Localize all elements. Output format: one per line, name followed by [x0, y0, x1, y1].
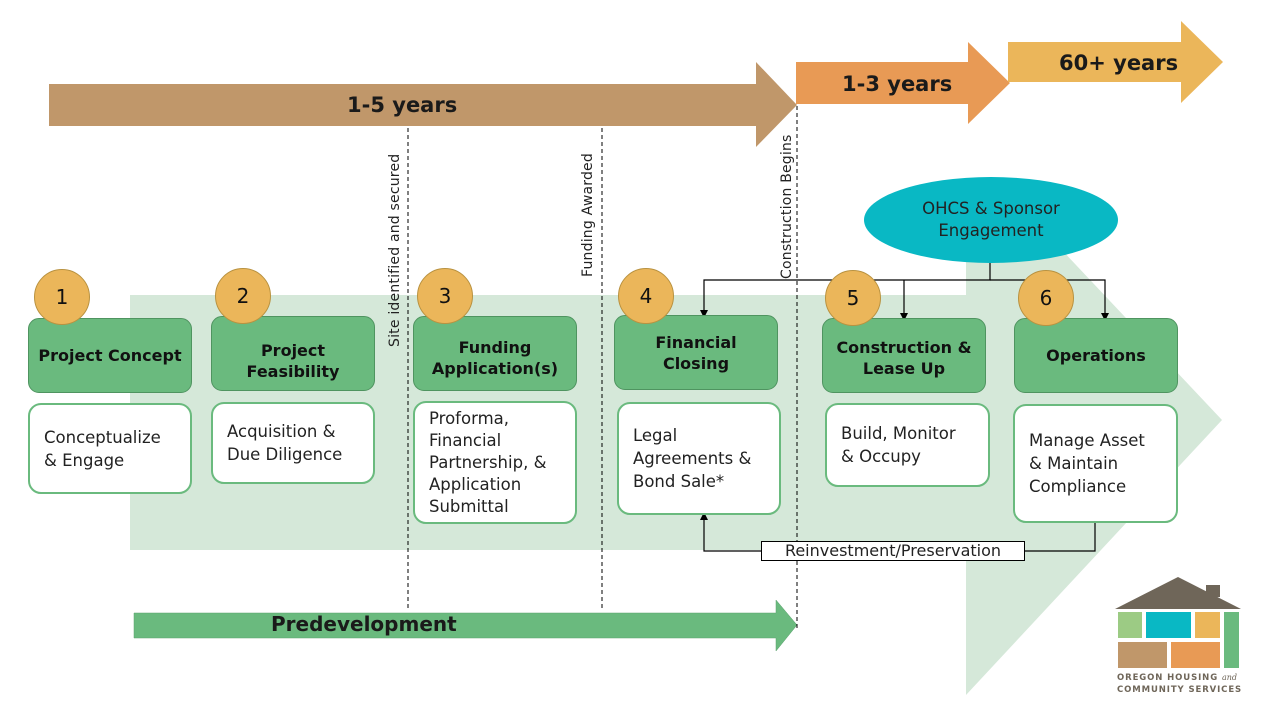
predevelopment-arrow — [133, 599, 798, 652]
desc-project-feasibility: Acquisition & Due Diligence — [211, 402, 375, 484]
phase-arrow-1-5-years — [49, 62, 797, 147]
phase-arrow-60-plus-years — [1008, 21, 1223, 103]
desc-operations: Manage Asset & Maintain Compliance — [1013, 404, 1178, 523]
ohcs-logo-icon — [1115, 577, 1241, 668]
logo-text-line2: COMMUNITY SERVICES — [1117, 685, 1243, 695]
desc-funding-applications: Proforma, Financial Partnership, & Appli… — [413, 401, 577, 524]
stage-financial-closing: Financial Closing — [614, 315, 778, 390]
stage-construction-lease-up: Construction & Lease Up — [822, 318, 986, 393]
stage-project-feasibility: Project Feasibility — [211, 316, 375, 391]
logo-line1: OREGON HOUSING — [1117, 673, 1219, 683]
step-number-1: 1 — [34, 269, 90, 325]
milestone-construction-begins: Construction Begins — [779, 134, 795, 279]
desc-construction-lease-up: Build, Monitor & Occupy — [825, 403, 990, 487]
step-number-3: 3 — [417, 268, 473, 324]
predevelopment-label: Predevelopment — [271, 612, 457, 636]
stage-project-concept: Project Concept — [28, 318, 192, 393]
step-number-2: 2 — [215, 268, 271, 324]
logo-line1-suffix: and — [1221, 673, 1237, 682]
step-number-4: 4 — [618, 268, 674, 324]
step-number-6: 6 — [1018, 270, 1074, 326]
logo-text-line1: OREGON HOUSING and — [1117, 673, 1237, 683]
stage-operations: Operations — [1014, 318, 1178, 393]
phase-arrow-1-3-years — [796, 42, 1010, 124]
reinvestment-preservation-label: Reinvestment/Preservation — [761, 541, 1025, 561]
desc-financial-closing: Legal Agreements & Bond Sale* — [617, 402, 781, 515]
phase-label-1-5-years: 1-5 years — [347, 93, 458, 117]
step-number-5: 5 — [825, 270, 881, 326]
phase-label-1-3-years: 1-3 years — [842, 72, 953, 96]
milestone-site-identified: Site identified and secured — [387, 153, 403, 347]
desc-project-concept: Conceptualize & Engage — [28, 403, 192, 494]
phase-label-60-plus-years: 60+ years — [1059, 51, 1179, 75]
stage-funding-applications: Funding Application(s) — [413, 316, 577, 391]
milestone-funding-awarded: Funding Awarded — [580, 153, 596, 277]
ohcs-sponsor-engagement: OHCS & Sponsor Engagement — [864, 177, 1118, 263]
